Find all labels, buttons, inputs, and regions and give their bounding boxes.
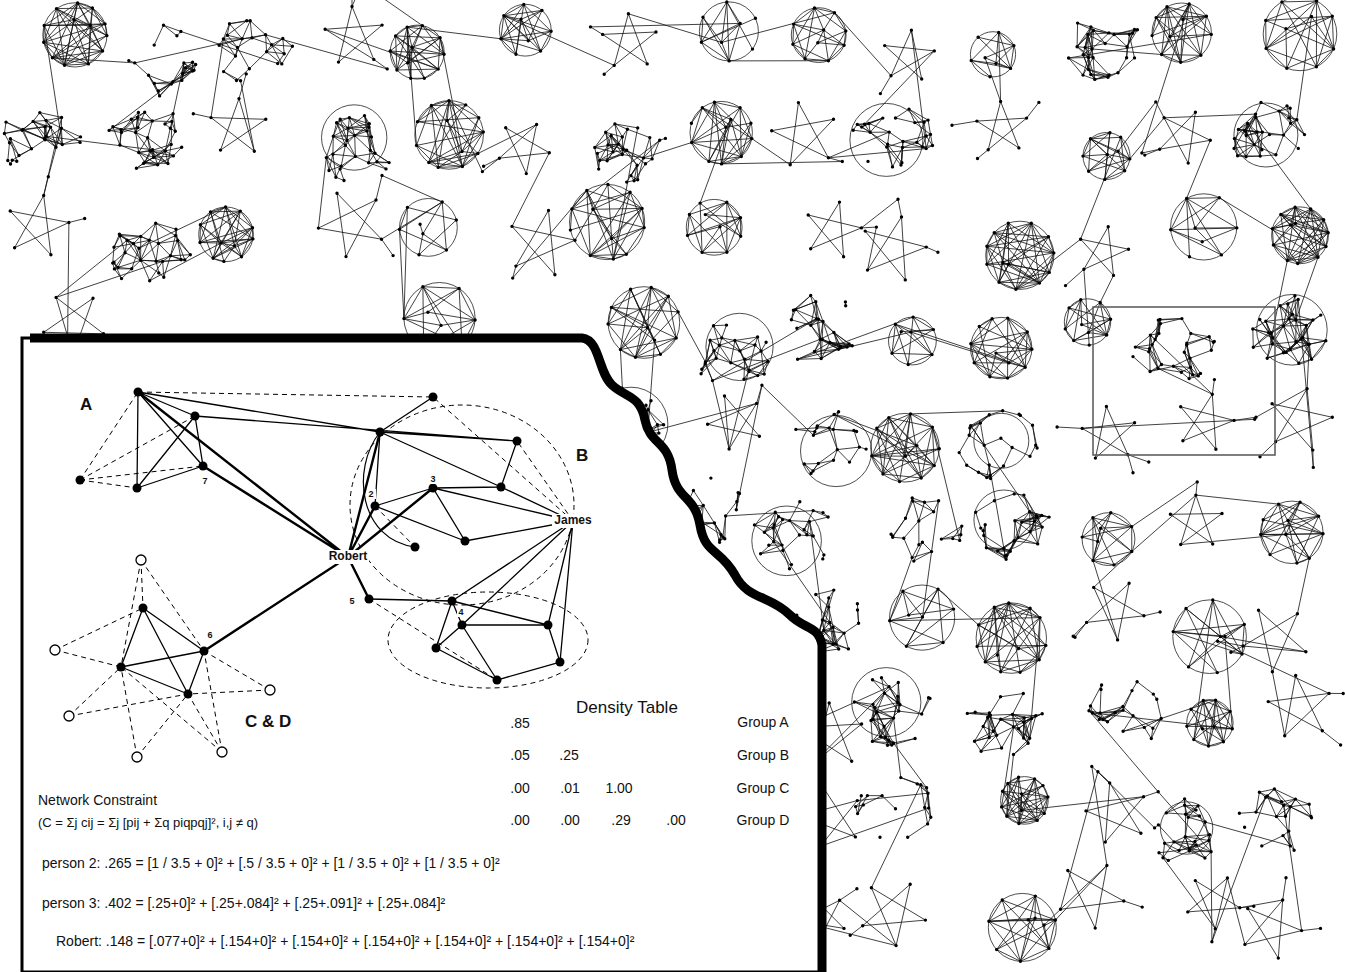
actor-node — [461, 537, 470, 546]
actor-node — [497, 483, 506, 492]
table-cell: .29 — [609, 812, 632, 828]
weak-ties — [55, 392, 573, 757]
constraint-line: Robert: .148 = [.077+0]² + [.154+0]² + [… — [54, 933, 636, 949]
row-label: Group C — [735, 780, 792, 796]
cluster-circle — [801, 415, 872, 486]
open-node — [136, 555, 146, 565]
open-node — [132, 752, 142, 762]
open-node — [50, 645, 60, 655]
actor-node — [432, 644, 441, 653]
actor-node — [458, 621, 467, 630]
actor-node — [556, 658, 565, 667]
actor-node — [199, 462, 208, 471]
cluster-circle — [499, 4, 551, 56]
cluster-circle — [752, 506, 822, 576]
actor-node — [411, 543, 420, 552]
panel-torn-edge — [30, 338, 822, 972]
actor-node — [448, 597, 457, 606]
actor-node — [365, 595, 374, 604]
row-label: Group B — [735, 747, 791, 763]
callout-number: 6 — [206, 630, 215, 640]
row-label: Group D — [735, 812, 792, 828]
actor-node — [76, 476, 85, 485]
strong-ties — [121, 392, 573, 694]
actor-node — [184, 690, 193, 699]
table-title: Density Table — [574, 698, 680, 718]
inset-panel — [22, 338, 822, 972]
highlight-frame — [1093, 307, 1275, 455]
formula: (C = Σj cij = Σj [pij + Σq piqpqj]², i,j… — [36, 816, 260, 831]
subgroup-boundary — [388, 592, 588, 688]
callout-number: 2 — [367, 489, 376, 499]
table-cell: .01 — [558, 780, 581, 796]
actor-node — [429, 484, 438, 493]
table-cell: 1.00 — [603, 780, 634, 796]
actor-node — [134, 388, 143, 397]
actor-node — [513, 437, 522, 446]
cluster-circle — [1173, 600, 1247, 674]
table-cell: .85 — [508, 715, 531, 731]
actor-node — [133, 484, 142, 493]
actor-name: Robert — [327, 550, 370, 564]
cluster-circle — [850, 103, 923, 176]
actor-node — [191, 412, 200, 421]
open-node — [217, 747, 227, 757]
cluster-circle — [852, 668, 921, 737]
actor-node — [200, 647, 209, 656]
inset-network — [50, 388, 588, 763]
robert-ties — [138, 392, 433, 651]
cluster-circle — [570, 184, 645, 259]
cluster-circle — [686, 199, 742, 255]
actor-node — [493, 676, 502, 685]
table-cell: .00 — [664, 812, 687, 828]
actor-node — [429, 393, 438, 402]
actor-node — [544, 621, 553, 630]
actor-node — [376, 428, 385, 437]
table-cell: .05 — [508, 747, 531, 763]
cluster-circle — [974, 490, 1034, 550]
actor-node — [371, 502, 380, 511]
cluster-circle — [390, 25, 444, 79]
actor-node — [117, 663, 126, 672]
callout-number: 5 — [348, 596, 357, 606]
actor-node — [139, 604, 148, 613]
row-label: Group A — [735, 714, 790, 730]
actor-name: James — [552, 514, 593, 528]
callout-number: 7 — [201, 476, 210, 486]
constraint-line: person 3: .402 = [.25+0]² + [.25+.084]² … — [40, 895, 447, 911]
cluster-circle — [690, 101, 752, 163]
table-cell: .00 — [508, 812, 531, 828]
table-cell: .00 — [508, 780, 531, 796]
tie-curve — [363, 432, 415, 547]
group-letter: C & D — [243, 712, 293, 732]
callout-number: 3 — [429, 474, 438, 484]
group-letter: B — [574, 446, 590, 466]
table-cell: .00 — [558, 812, 581, 828]
group-letter: A — [78, 395, 94, 415]
formula-title: Network Constraint — [36, 792, 159, 808]
callout-number: 4 — [457, 607, 466, 617]
constraint-line: person 2: .265 = [1 / 3.5 + 0]² + [.5 / … — [40, 855, 502, 871]
cluster-circle — [986, 221, 1054, 289]
open-node — [64, 711, 74, 721]
table-cell: .25 — [557, 747, 580, 763]
open-node — [265, 685, 275, 695]
